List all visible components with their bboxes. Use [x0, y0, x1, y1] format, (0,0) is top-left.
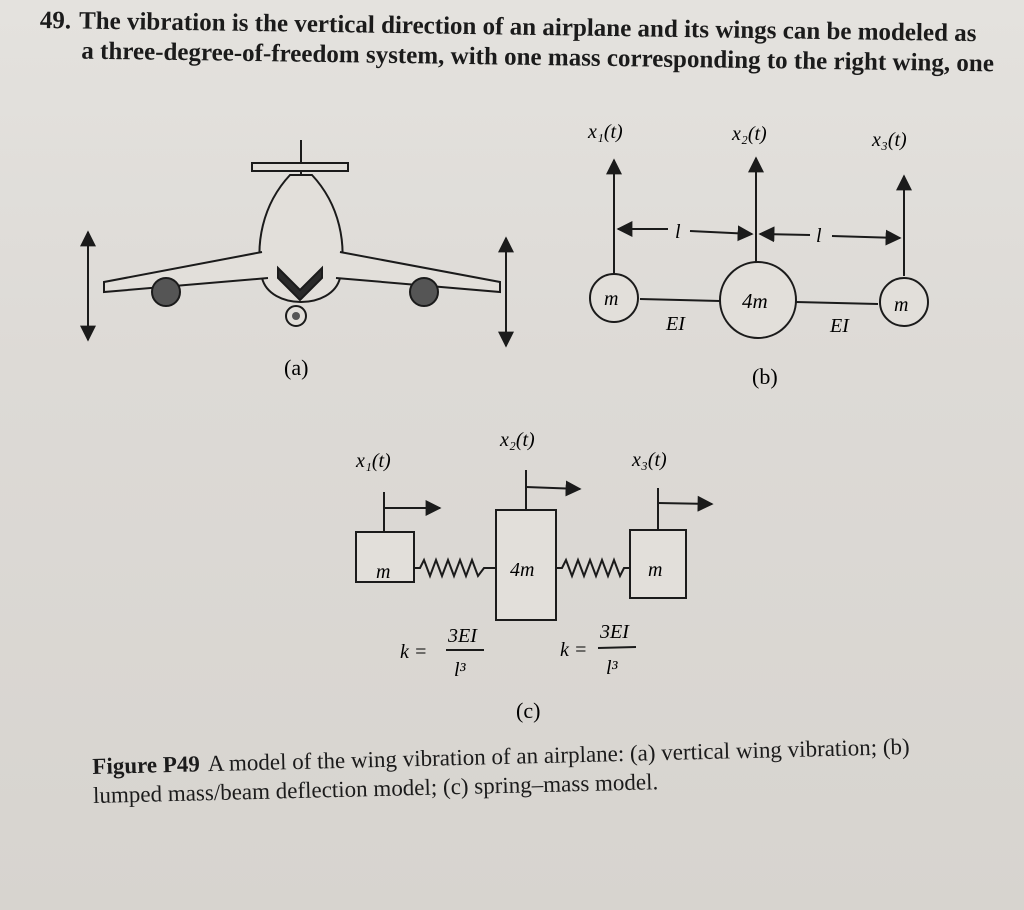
label-c: (c) — [516, 698, 540, 723]
tail-stabilizer — [251, 162, 349, 172]
fuselage — [258, 174, 344, 303]
k-left-prefix: k = — [400, 641, 427, 663]
airplane-drawing — [80, 140, 514, 348]
span-left-label: l — [675, 221, 681, 243]
caption-figure-id: Figure P49 — [92, 751, 201, 779]
left-engine — [151, 277, 181, 307]
cockpit-mark — [277, 265, 323, 302]
k-left-denominator: l³ — [454, 659, 467, 681]
mass-center-label-b: 4m — [742, 289, 768, 313]
left-wing — [103, 251, 269, 294]
span-right-label: l — [816, 225, 822, 247]
x3-label-b: x₃(t) — [871, 129, 907, 151]
k-right-numerator: 3EI — [599, 621, 630, 643]
span-left-arrow-b — [689, 225, 754, 242]
k-right-fraction-bar — [597, 646, 637, 649]
x2-label-c: x₂(t) — [499, 429, 535, 451]
k-right-prefix: k = — [560, 639, 587, 661]
mass-right-label-c: m — [648, 559, 662, 581]
mass-circle-right — [879, 277, 929, 327]
mass-circle-center — [719, 261, 797, 339]
ei-left-label: EI — [665, 313, 686, 335]
x3-arrow-c — [657, 495, 714, 512]
span-right-arrow-b — [831, 229, 902, 246]
mass-center-label-c: 4m — [510, 559, 534, 581]
span-right-arrow-a — [758, 226, 811, 243]
k-right-denominator: l³ — [606, 657, 619, 679]
mass-circle-left — [589, 273, 639, 323]
ei-right-label: EI — [829, 315, 850, 337]
right-engine — [409, 277, 439, 307]
spring-right — [556, 557, 630, 579]
mass-left-label-c: m — [376, 561, 390, 583]
x2-label-b: x₂(t) — [731, 123, 767, 145]
x3-label-c: x₃(t) — [631, 449, 667, 471]
label-a: (a) — [284, 355, 308, 380]
label-b: (b) — [752, 364, 778, 389]
k-left-numerator: 3EI — [447, 625, 478, 647]
x1-label-c: x₁(t) — [355, 450, 391, 472]
x2-arrow-c — [525, 480, 582, 497]
beam-right — [795, 301, 879, 305]
beam-left — [639, 298, 721, 302]
spring-mass-model — [355, 470, 714, 651]
x1-label-b: x₁(t) — [587, 121, 623, 143]
mass-left-label-b: m — [604, 288, 618, 310]
spring-left — [414, 557, 496, 579]
beam-model — [589, 156, 929, 339]
mass-right-label-b: m — [894, 294, 908, 316]
